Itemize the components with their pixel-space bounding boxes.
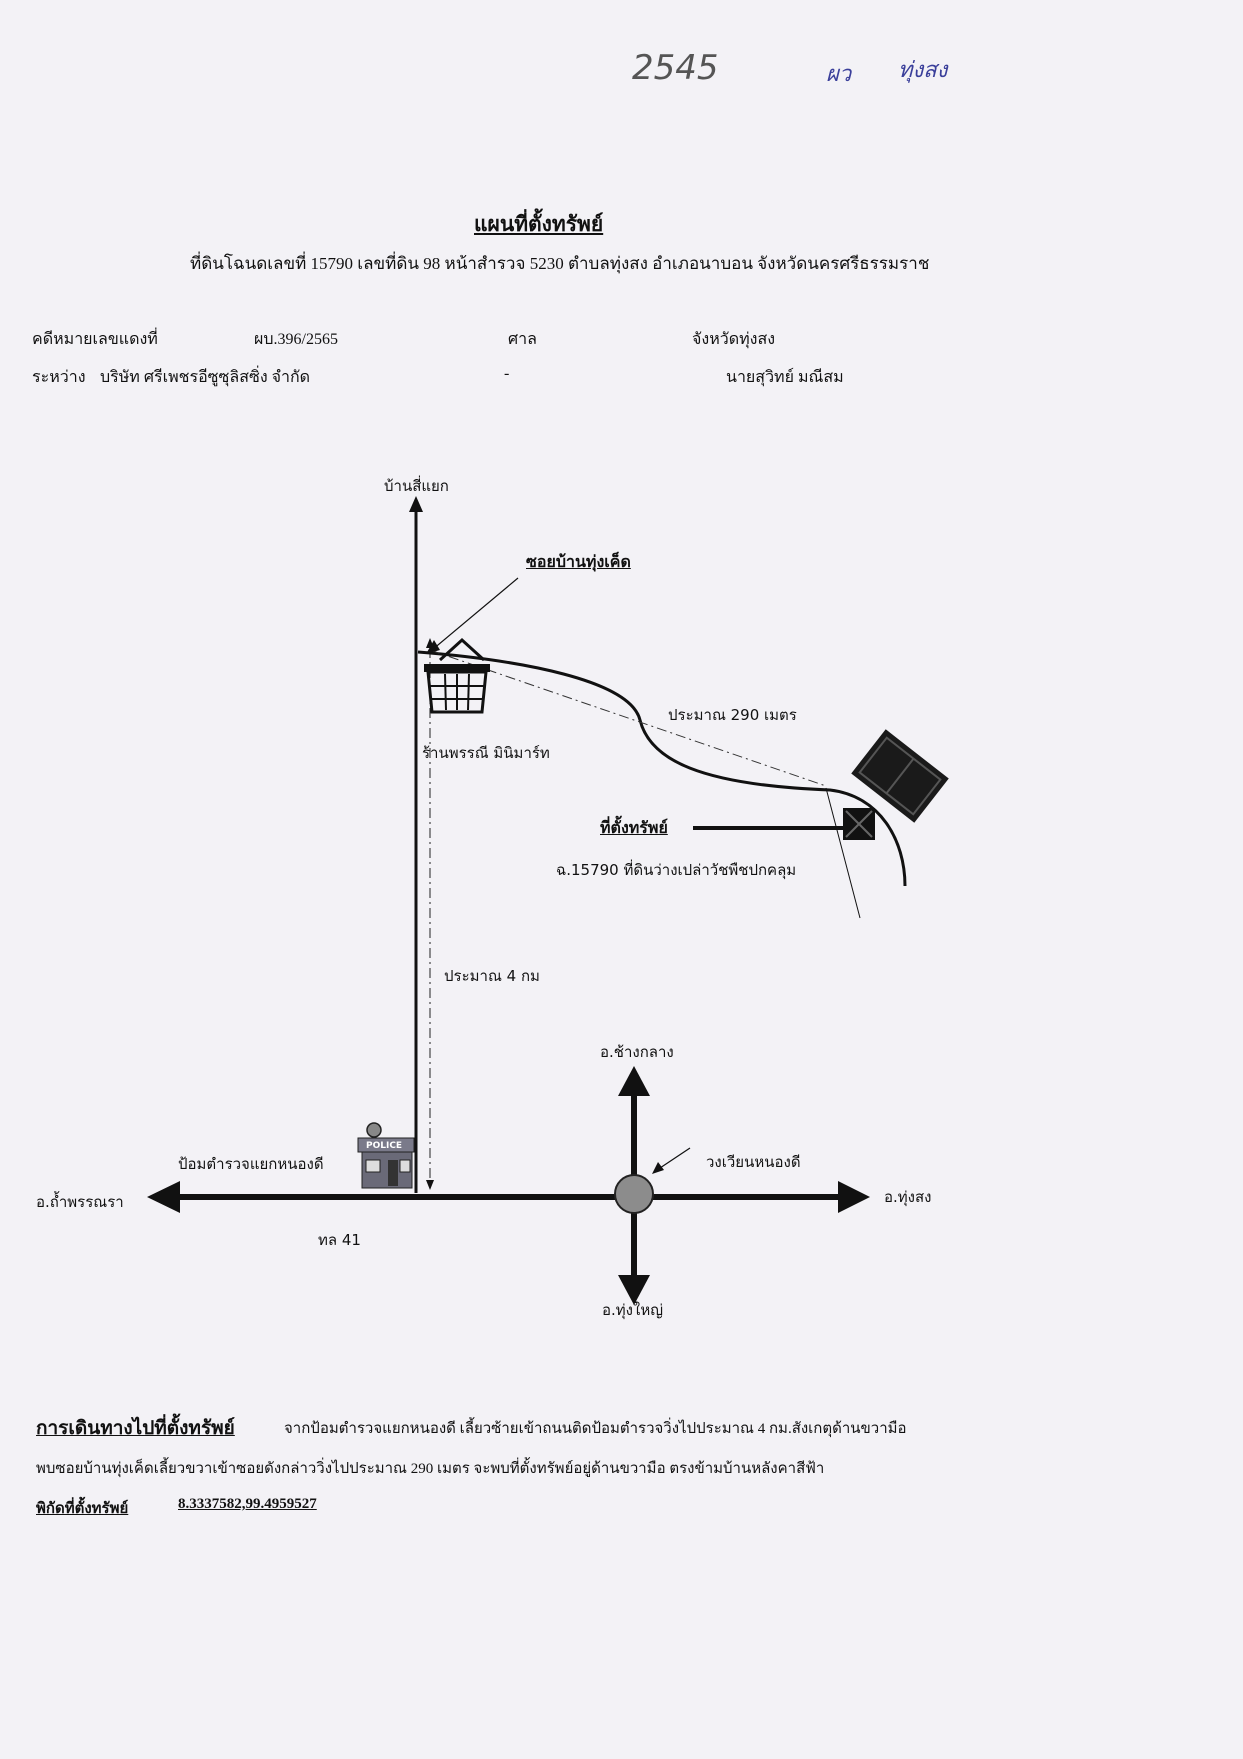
police-box-icon	[357, 1122, 415, 1189]
case-label: คดีหมายเลขแดงที่	[32, 331, 158, 348]
page-title: แผนที่ตั้งทรัพย์	[474, 212, 604, 236]
basket-icon	[424, 637, 490, 714]
handwritten-number: 2545	[632, 48, 719, 88]
label-east-district: อ.ทุ่งสง	[884, 1188, 932, 1206]
label-roundabout: วงเวียนหนองดี	[706, 1153, 801, 1171]
east-arrow	[838, 1181, 870, 1213]
label-property: ที่ตั้งทรัพย์	[600, 820, 668, 837]
roundabout	[614, 1174, 654, 1214]
soi-road	[417, 650, 907, 887]
house-icon	[851, 729, 949, 823]
label-north-district: อ.ช้างกลาง	[600, 1043, 674, 1061]
court-name: จังหวัดทุ่งสง	[692, 331, 776, 348]
directions-line-1: จากป้อมตำรวจแยกหนองดี เลี้ยวซ้ายเข้าถนนต…	[284, 1421, 907, 1437]
south-cross-arrow	[618, 1275, 650, 1305]
case-number: ผบ.396/2565	[254, 331, 338, 348]
label-road: ทล 41	[318, 1231, 361, 1249]
court-label: ศาล	[508, 331, 537, 348]
label-south-district: อ.ทุ่งใหญ่	[602, 1301, 663, 1319]
label-property-desc: ฉ.15790 ที่ดินว่างเปล่าวัชพืชปกคลุม	[556, 861, 797, 879]
label-north-end: บ้านสี่แยก	[384, 479, 449, 495]
label-distance-soi: ประมาณ 290 เมตร	[668, 706, 797, 724]
west-arrow	[147, 1181, 180, 1213]
north-arrow-head	[409, 496, 423, 512]
label-west-district: อ.ถ้ำพรรณรา	[36, 1193, 124, 1211]
page-subtitle: ที่ดินโฉนดเลขที่ 15790 เลขที่ดิน 98 หน้า…	[190, 254, 930, 273]
distance-line-soi	[429, 649, 827, 787]
directions-line-2: พบซอยบ้านทุ่งเค็ดเลี้ยวขวาเข้าซอยดังกล่า…	[36, 1461, 825, 1477]
directions-heading: การเดินทางไปที่ตั้งทรัพย์	[36, 1418, 235, 1439]
handwritten-note-2: ทุ่งสง	[898, 58, 948, 83]
label-shop: ร้านพรรณี มินิมาร์ท	[422, 744, 550, 762]
property-line	[825, 787, 861, 919]
police-sign-text: POLICE	[366, 1141, 403, 1151]
handwritten-note-1: ผว	[826, 62, 852, 87]
coordinates-value: 8.3337582,99.4959527	[178, 1496, 317, 1512]
party-dash: -	[504, 365, 510, 382]
between-label: ระหว่าง	[32, 369, 86, 386]
label-distance-main: ประมาณ 4 กม	[444, 967, 540, 985]
north-cross-arrow	[618, 1066, 650, 1096]
label-soi: ซอยบ้านทุ่งเค็ด	[526, 554, 631, 571]
plaintiff-name: บริษัท ศรีเพชรอีซูซุลิสซิ่ง จำกัด	[100, 369, 311, 386]
label-police: ป้อมตำรวจแยกหนองดี	[178, 1155, 324, 1173]
defendant-name: นายสุวิทย์ มณีสม	[726, 369, 844, 386]
coordinates-label: พิกัดที่ตั้งทรัพย์	[36, 1501, 129, 1517]
